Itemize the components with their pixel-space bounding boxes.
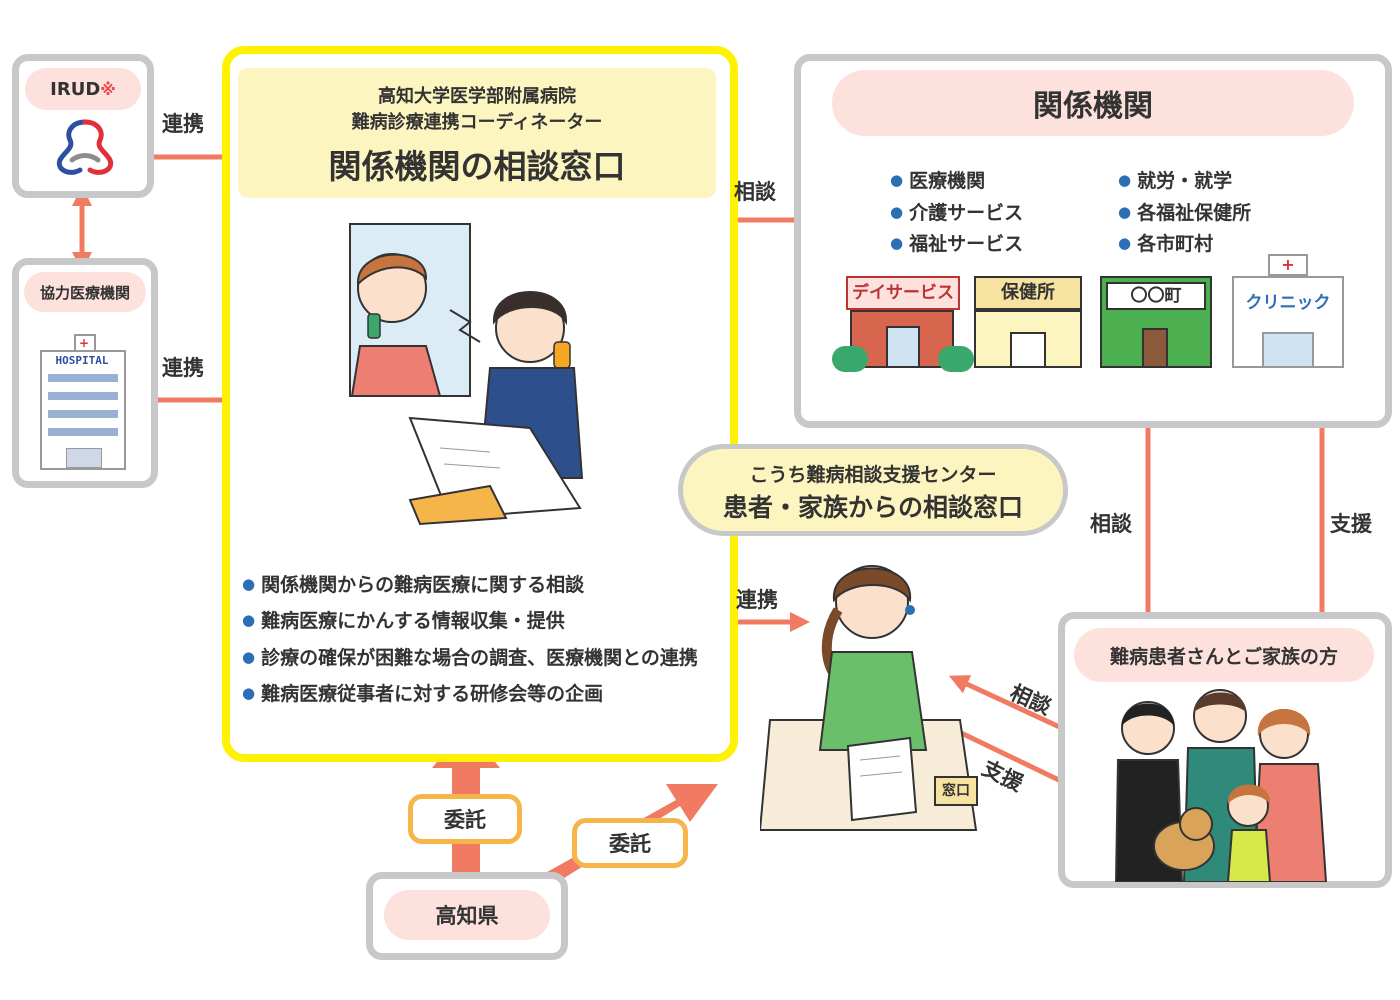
- kochi-center-line2: 患者・家族からの相談窓口: [722, 493, 1023, 522]
- center-line1: 高知大学医学部附属病院: [378, 86, 576, 107]
- building-day-service: デイサービス: [832, 276, 974, 372]
- building-town: 〇〇町: [1100, 276, 1212, 368]
- hospital-building-icon: + HOSPITAL: [40, 334, 126, 470]
- center-bullet-4: 難病医療従事者に対する研修会等の企画: [242, 679, 603, 706]
- itaku-badge-kochi: 委託: [572, 818, 688, 868]
- center-line2: 難病診療連携コーディネーター: [351, 112, 603, 133]
- kankei-right-item-1: 就労・就学: [1118, 166, 1232, 193]
- kyoryoku-label: 協力医療機関: [39, 283, 130, 302]
- label-renkei-kyoryoku: 連携: [162, 356, 204, 380]
- prefecture-label: 高知県: [435, 904, 499, 928]
- center-header: [238, 68, 716, 198]
- consultant-illustration: [760, 565, 978, 831]
- patients-label-pill: 難病患者さんとご家族の方: [1074, 628, 1374, 682]
- building-clinic: + クリニック: [1232, 254, 1344, 368]
- label-sodan-kankei: 相談: [734, 180, 776, 204]
- label-shien-kankei-down: 支援: [1330, 512, 1372, 536]
- kankei-right-item-2: 各福祉保健所: [1118, 198, 1251, 225]
- itaku-badge-center: 委託: [408, 794, 522, 844]
- family-illustration: [1114, 689, 1328, 882]
- building-clinic-sign: クリニック: [1245, 293, 1331, 313]
- kankei-left-item-3: 福祉サービス: [890, 229, 1023, 256]
- center-bullet-3: 診療の確保が困難な場合の調査、医療機関との連携: [242, 643, 698, 670]
- hospital-sign: HOSPITAL: [55, 354, 109, 367]
- building-hokenjo-sign: 保健所: [974, 276, 1082, 310]
- kankei-left-item-2: 介護サービス: [890, 198, 1023, 225]
- building-day-service-sign: デイサービス: [846, 276, 960, 310]
- madoguchi-sign: 窓口: [934, 776, 978, 806]
- center-title: 関係機関の相談窓口: [328, 147, 626, 186]
- itaku-label-kochi: 委託: [609, 832, 651, 856]
- coordinator-illustration: [349, 223, 584, 526]
- label-renkei-kochi: 連携: [736, 588, 778, 612]
- center-bullet-2: 難病医療にかんする情報収集・提供: [242, 606, 565, 633]
- irud-label: IRUD: [50, 78, 101, 100]
- kankei-left-item-1: 医療機関: [890, 166, 985, 193]
- building-hokenjo: 保健所: [974, 276, 1082, 368]
- prefecture-label-pill: 高知県: [384, 890, 550, 940]
- building-town-sign: 〇〇町: [1106, 282, 1206, 310]
- center-bullet-1: 関係機関からの難病医療に関する相談: [242, 570, 584, 597]
- kankei-title-pill: 関係機関: [832, 70, 1354, 136]
- label-sodan-patients-up: 相談: [1090, 512, 1132, 536]
- patients-label: 難病患者さんとご家族の方: [1109, 645, 1338, 668]
- kochi-center-line1: こうち難病相談支援センター: [749, 464, 997, 486]
- irud-label-pill: IRUD※: [25, 68, 141, 110]
- irud-mark: ※: [100, 79, 116, 99]
- kankei-right-item-3: 各市町村: [1118, 229, 1213, 256]
- itaku-label-center: 委託: [444, 808, 486, 832]
- kyoryoku-label-pill: 協力医療機関: [24, 272, 146, 312]
- kankei-title: 関係機関: [1033, 89, 1153, 124]
- irud-logo-icon: [56, 119, 114, 175]
- label-renkei-irud: 連携: [162, 112, 204, 136]
- kochi-center-pill: [678, 444, 1068, 536]
